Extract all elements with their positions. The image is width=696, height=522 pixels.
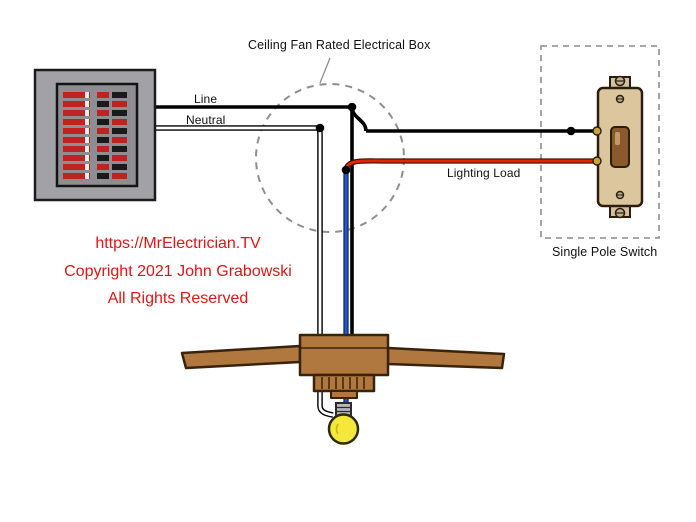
breaker (97, 155, 109, 161)
breaker (85, 155, 89, 161)
breaker (63, 164, 90, 170)
breaker (85, 128, 89, 134)
switch-label: Single Pole Switch (552, 245, 658, 259)
line-label: Line (194, 92, 218, 106)
breaker (63, 92, 90, 98)
electrical-box-label: Ceiling Fan Rated Electrical Box (248, 38, 431, 52)
breaker (97, 137, 109, 143)
watermark-copyright: Copyright 2021 John Grabowski (64, 262, 292, 280)
switch-toggle (610, 126, 630, 168)
breaker (85, 110, 89, 116)
breaker (85, 92, 89, 98)
breaker (112, 128, 127, 134)
breaker (63, 119, 90, 125)
breaker (112, 110, 127, 116)
breaker (85, 101, 89, 107)
breaker (112, 146, 127, 152)
breaker (63, 101, 90, 107)
breaker (97, 101, 109, 107)
breaker (97, 110, 109, 116)
junction-dots (315, 102, 576, 175)
breaker (63, 146, 90, 152)
ceiling-fan-icon (180, 333, 506, 399)
breaker (63, 137, 90, 143)
breaker (97, 164, 109, 170)
electrical-box-boundary (255, 57, 405, 233)
switch-box-boundary (540, 45, 660, 239)
breaker-panel-icon (33, 68, 157, 202)
junction-dot (315, 123, 325, 133)
watermark-url: https://MrElectrician.TV (95, 235, 261, 252)
breaker (97, 128, 109, 134)
breaker (85, 137, 89, 143)
fan-canopy (298, 333, 390, 377)
neutral-label: Neutral (186, 113, 226, 127)
fan-blade-right (386, 346, 506, 370)
breaker (63, 173, 90, 179)
watermark-rights: All Rights Reserved (107, 290, 249, 307)
junction-dot (566, 126, 576, 136)
breaker (63, 128, 90, 134)
fan-housing (312, 373, 376, 393)
breaker (112, 155, 127, 161)
breaker (112, 164, 127, 170)
breaker (112, 137, 127, 143)
light-bulb-icon (327, 402, 360, 445)
watermark: https://MrElectrician.TV Copyright 2021 … (28, 230, 328, 313)
fan-blade-left (180, 344, 302, 370)
breaker (63, 155, 90, 161)
breaker (85, 164, 89, 170)
breaker (112, 101, 127, 107)
fan-stem (330, 390, 358, 399)
breaker (85, 119, 89, 125)
lighting-load-label: Lighting Load (447, 166, 521, 180)
breaker (85, 173, 89, 179)
breaker (97, 146, 109, 152)
breaker (63, 110, 90, 116)
breaker (112, 92, 127, 98)
junction-dot (347, 102, 357, 112)
breaker (97, 173, 109, 179)
breaker (112, 119, 127, 125)
breaker (112, 173, 127, 179)
junction-dot (341, 165, 351, 175)
breaker (97, 119, 109, 125)
toggle-switch-icon (592, 75, 644, 219)
breaker (97, 92, 109, 98)
breaker (85, 146, 89, 152)
